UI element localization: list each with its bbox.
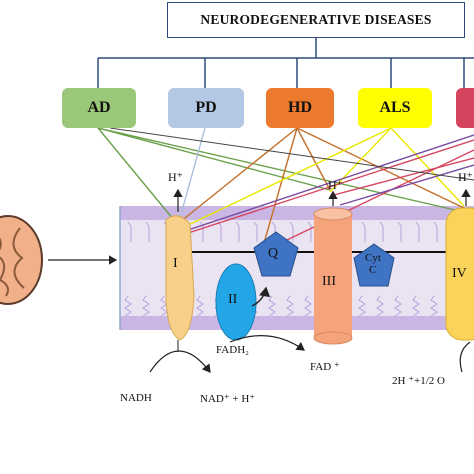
- quinone-label: Q: [268, 246, 279, 261]
- disease-box-hd: HD: [266, 88, 334, 128]
- oxygen-arc: [459, 341, 471, 373]
- lipid-tail: [379, 221, 384, 242]
- lipid-tail: [145, 221, 150, 242]
- disease-box-ad: AD: [62, 88, 136, 128]
- lipid-tail: [304, 295, 312, 317]
- cytc-label-line1: Cyt: [365, 252, 381, 264]
- lipid-tail: [394, 295, 402, 317]
- lipid-tail: [307, 221, 312, 242]
- complex-iv-label: IV: [452, 266, 467, 281]
- lipid-tail: [235, 221, 240, 242]
- complex-i-shape: [165, 215, 195, 341]
- lipid-tail: [358, 295, 366, 317]
- tree-connectors: [97, 38, 474, 88]
- complex-iii-label: III: [322, 274, 336, 289]
- nadh-arc: [149, 350, 211, 373]
- proton-label-4: H⁺: [458, 170, 473, 184]
- complex-ii-label: II: [228, 292, 238, 307]
- proton-arrows: [173, 188, 471, 212]
- disease-box-partial: [456, 88, 474, 128]
- lipid-tail: [397, 221, 402, 242]
- lipid-tail: [433, 221, 438, 242]
- lipid-tail: [430, 295, 438, 317]
- complex-i-label: I: [173, 256, 178, 271]
- disease-box-als: ALS: [358, 88, 432, 128]
- proton-label-3: H⁺: [328, 178, 343, 192]
- nadh-label: NADH: [120, 392, 152, 404]
- mitochondrion-icon: [0, 215, 43, 305]
- lipid-tail: [160, 295, 168, 317]
- lipid-tail: [415, 221, 420, 242]
- lipid-tail: [142, 295, 150, 317]
- proton-label-1: H⁺: [168, 170, 183, 184]
- lipid-tail: [196, 295, 204, 317]
- lipid-tail: [289, 221, 294, 242]
- water-label: 2H ⁺+1/2 O: [392, 375, 445, 387]
- lipid-tail: [376, 295, 384, 317]
- cytc-shape: [353, 243, 395, 287]
- complex-iv-shape: [445, 207, 474, 341]
- disease-links: [97, 127, 474, 253]
- lipid-tail: [412, 295, 420, 317]
- lipid-tail: [253, 221, 258, 242]
- lipid-tail: [124, 295, 132, 317]
- fadh2-arc: [229, 335, 305, 351]
- title-box: NEURODEGENERATIVE DISEASES: [167, 2, 465, 38]
- lipid-tail: [286, 295, 294, 317]
- lipid-tail: [127, 221, 132, 242]
- lipid-tail: [217, 221, 222, 242]
- fad-label: FAD ⁺: [310, 361, 340, 373]
- cytc-label-line2: C: [369, 264, 377, 276]
- quinone-shape: [253, 231, 299, 277]
- lipid-tail: [268, 295, 276, 317]
- disease-box-pd: PD: [168, 88, 244, 128]
- complex-iii-shape: [313, 207, 353, 345]
- lipid-tail: [361, 221, 366, 242]
- fadh2-label: FADH₂: [216, 344, 249, 356]
- nad-label: NAD⁺ + H⁺: [200, 393, 256, 405]
